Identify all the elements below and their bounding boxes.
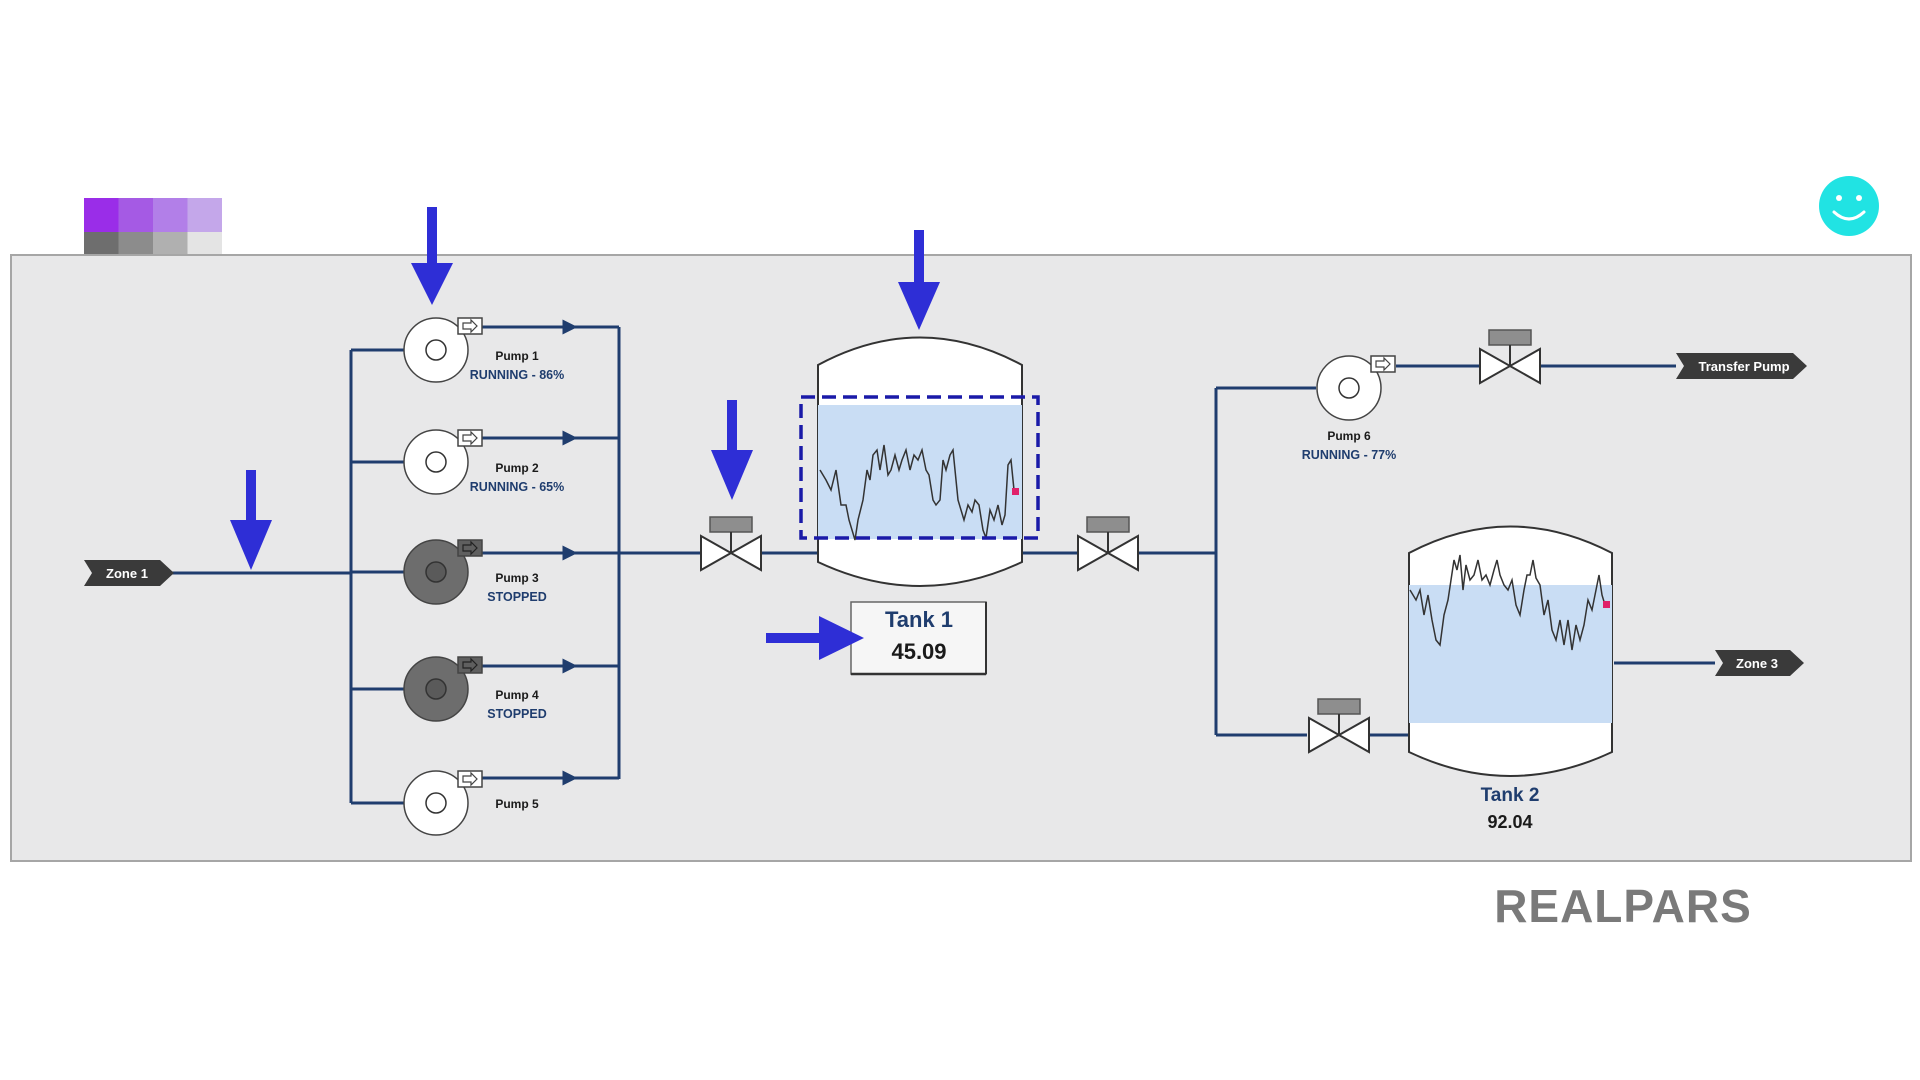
pump-4[interactable]: Pump 4 STOPPED — [403, 656, 547, 722]
valve-2[interactable] — [1077, 516, 1139, 572]
arrow-right-icon — [462, 657, 478, 673]
pump-1[interactable]: Pump 1 RUNNING - 86% — [403, 317, 564, 383]
zone1-label: Zone 1 — [106, 566, 148, 581]
arrow-right-icon — [462, 771, 478, 787]
pump-name: Pump 1 — [495, 349, 539, 363]
arrow-down-icon — [898, 230, 940, 330]
palette-swatch — [118, 198, 153, 232]
pump-5[interactable]: Pump 5 — [403, 770, 539, 836]
transfer-pump-tag[interactable]: Transfer Pump — [1676, 353, 1807, 379]
arrow-right-icon — [766, 616, 864, 660]
tank1-value: 45.09 — [891, 639, 946, 664]
valve-3[interactable] — [1479, 329, 1541, 385]
pump-name: Pump 5 — [495, 797, 539, 811]
tank2-level-fill — [1409, 585, 1612, 723]
pump-2[interactable]: Pump 2 RUNNING - 65% — [403, 429, 564, 495]
pipes — [172, 319, 1715, 805]
tank-2[interactable] — [1408, 525, 1613, 777]
tank1-trend-selection[interactable] — [799, 395, 1040, 540]
pump-name: Pump 6 — [1327, 429, 1371, 443]
tank-1[interactable] — [799, 336, 1040, 587]
highlight-arrows — [230, 207, 940, 660]
pump-status: STOPPED — [487, 707, 547, 721]
tank1-trend-marker — [1012, 488, 1019, 495]
arrow-right-icon — [462, 540, 478, 556]
pump-status: STOPPED — [487, 590, 547, 604]
zone3-tag[interactable]: Zone 3 — [1715, 650, 1804, 676]
tank1-name: Tank 1 — [885, 607, 953, 632]
tank1-readout: Tank 1 45.09 — [850, 601, 987, 676]
arrow-down-icon — [711, 400, 753, 500]
transfer-pump-label: Transfer Pump — [1698, 359, 1789, 374]
tank1-trend-line — [819, 444, 1015, 541]
pump-6[interactable]: Pump 6 RUNNING - 77% — [1302, 355, 1396, 462]
pump-status: RUNNING - 77% — [1302, 448, 1396, 462]
arrow-right-icon — [462, 430, 478, 446]
pump-name: Pump 3 — [495, 571, 539, 585]
tank1-level-fill — [818, 405, 1022, 539]
valve-1[interactable] — [700, 516, 762, 572]
arrow-right-icon — [1375, 356, 1391, 372]
tank2-trend-marker — [1603, 601, 1610, 608]
arrow-down-icon — [230, 470, 272, 570]
smiley-icon — [1819, 176, 1879, 236]
zone1-tag[interactable]: Zone 1 — [84, 560, 174, 586]
pump-name: Pump 2 — [495, 461, 539, 475]
arrow-right-icon — [462, 318, 478, 334]
valve-4[interactable] — [1308, 698, 1370, 754]
tank2-trend-line — [1409, 554, 1606, 651]
tank2-name: Tank 2 — [1481, 785, 1540, 806]
arrow-down-icon — [411, 207, 453, 305]
palette-swatch — [187, 198, 222, 232]
palette-swatch — [84, 198, 119, 232]
pump-3[interactable]: Pump 3 STOPPED — [403, 539, 547, 605]
pump-status: RUNNING - 65% — [470, 480, 564, 494]
tank2-value: 92.04 — [1487, 812, 1532, 832]
pump-name: Pump 4 — [495, 688, 539, 702]
zone3-label: Zone 3 — [1736, 656, 1778, 671]
pump-status: RUNNING - 86% — [470, 368, 564, 382]
brand-logo: REALPARS — [1494, 880, 1752, 932]
palette-swatch — [153, 198, 188, 232]
